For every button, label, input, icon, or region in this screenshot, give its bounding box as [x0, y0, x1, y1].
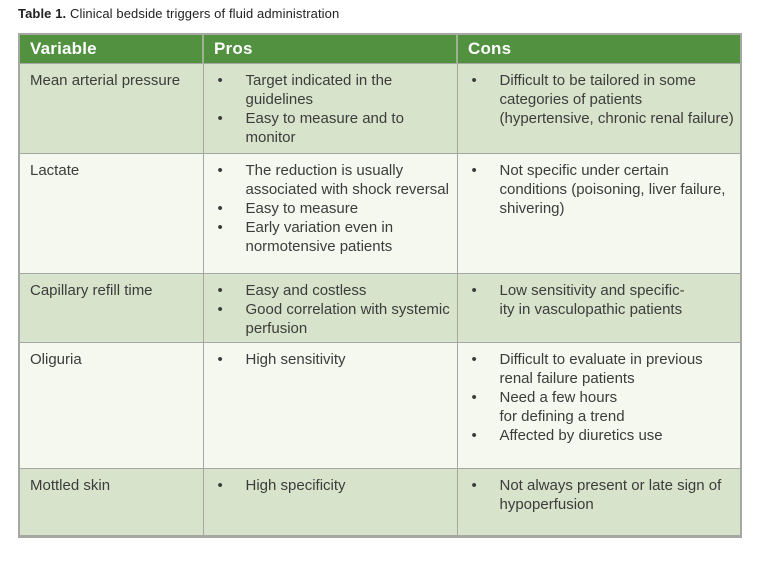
cons-item: • Difficult to evaluate in previous renal…: [472, 350, 735, 388]
pros-cell: • The reduction is usually associated wit…: [202, 152, 458, 274]
bullet-icon: •: [471, 476, 477, 494]
cons-item: • Low sensitivity and specific- ity in va…: [472, 281, 735, 319]
bullet-icon: •: [217, 199, 223, 217]
pros-item-text: Early variation even in normotensive pat…: [245, 218, 394, 255]
cons-item-text: Not always present or late sign of hypop…: [499, 476, 722, 513]
bullet-icon: •: [471, 350, 477, 368]
cons-cell: • Difficult to evaluate in previous renal…: [456, 341, 742, 469]
cons-item: • Need a few hours for defining a trend: [472, 388, 735, 426]
bullet-icon: •: [471, 426, 477, 444]
cons-cell: • Difficult to be tailored in some catego…: [456, 62, 742, 154]
bullet-icon: •: [217, 300, 223, 318]
bullet-icon: •: [217, 161, 223, 179]
pros-item-text: Easy to measure and to monitor: [245, 109, 404, 146]
cons-cell: • Low sensitivity and specific- ity in va…: [456, 272, 742, 343]
pros-item: • Easy and costless: [218, 281, 451, 300]
pros-item-text: Good correlation with systemic perfusion: [245, 300, 450, 337]
column-header-cons: Cons: [456, 34, 741, 63]
table-caption-label: Table 1.: [18, 6, 67, 21]
bullet-icon: •: [217, 218, 223, 236]
pros-item: • Easy to measure: [218, 199, 451, 218]
cons-item-text: Low sensitivity and specific- ity in vas…: [499, 281, 685, 318]
table-row: Mean arterial pressure • Target indicated …: [18, 62, 742, 154]
cons-item: • Not always present or late sign of hypo…: [472, 476, 735, 514]
variable-cell: Oliguria: [18, 341, 204, 469]
pros-cell: • High sensitivity: [202, 341, 458, 469]
variable-cell: Mottled skin: [18, 467, 204, 537]
cons-cell: • Not specific under certain conditions (…: [456, 152, 742, 274]
pros-item: • Early variation even in normotensive pa…: [218, 218, 451, 256]
cons-item-text: Difficult to be tailored in some categor…: [499, 71, 734, 127]
cons-cell: • Not always present or late sign of hypo…: [456, 467, 742, 537]
pros-item-text: Easy to measure: [245, 199, 359, 217]
pros-item: • Easy to measure and to monitor: [218, 109, 451, 147]
pros-item-text: The reduction is usually associated with…: [245, 161, 449, 198]
table-body: Mean arterial pressure • Target indicated …: [18, 62, 742, 537]
pros-item-text: High specificity: [245, 476, 346, 494]
cons-item-text: Difficult to evaluate in previous renal …: [499, 350, 703, 387]
table-row: Oliguria • High sensitivity • Difficult to e…: [18, 341, 742, 469]
pros-item-text: Easy and costless: [245, 281, 367, 299]
cons-item: • Difficult to be tailored in some catego…: [472, 71, 735, 128]
bullet-icon: •: [471, 71, 477, 89]
pros-item: • The reduction is usually associated wit…: [218, 161, 451, 199]
variable-cell: Capillary refill time: [18, 272, 204, 343]
pros-cell: • Easy and costless • Good correlation with…: [202, 272, 458, 343]
bullet-icon: •: [471, 161, 477, 179]
cons-item-text: Not specific under certain conditions (p…: [499, 161, 726, 217]
variable-cell: Lactate: [18, 152, 204, 274]
table-row: Lactate • The reduction is usually associa…: [18, 152, 742, 274]
bullet-icon: •: [217, 109, 223, 127]
cons-item: • Not specific under certain conditions (…: [472, 161, 735, 218]
bullet-icon: •: [471, 281, 477, 299]
pros-item: • High sensitivity: [218, 350, 451, 369]
pros-item-text: High sensitivity: [245, 350, 346, 368]
variable-cell: Mean arterial pressure: [18, 62, 204, 154]
bullet-icon: •: [217, 476, 223, 494]
pros-cell: • Target indicated in the guidelines • Easy…: [202, 62, 458, 154]
pros-item: • Good correlation with systemic perfusio…: [218, 300, 451, 338]
table-row: Mottled skin • High specificity • Not always…: [18, 467, 742, 537]
cons-item-text: Affected by diuretics use: [499, 426, 663, 444]
bullet-icon: •: [217, 71, 223, 89]
column-header-pros: Pros: [202, 34, 457, 63]
cons-item-text: Need a few hours for defining a trend: [499, 388, 625, 425]
cons-item: • Affected by diuretics use: [472, 426, 735, 445]
bullet-icon: •: [217, 281, 223, 299]
column-header-variable: Variable: [19, 34, 203, 63]
pros-item-text: Target indicated in the guidelines: [245, 71, 393, 108]
pros-item: • High specificity: [218, 476, 451, 495]
bullet-icon: •: [471, 388, 477, 406]
pros-cell: • High specificity: [202, 467, 458, 537]
pros-item: • Target indicated in the guidelines: [218, 71, 451, 109]
table-caption-text: Clinical bedside triggers of fluid admin…: [66, 6, 340, 21]
table-row: Capillary refill time•Easy and costless•…: [18, 272, 742, 343]
table-caption: Table 1. Clinical bedside triggers of fl…: [18, 6, 339, 21]
bullet-icon: •: [217, 350, 223, 368]
